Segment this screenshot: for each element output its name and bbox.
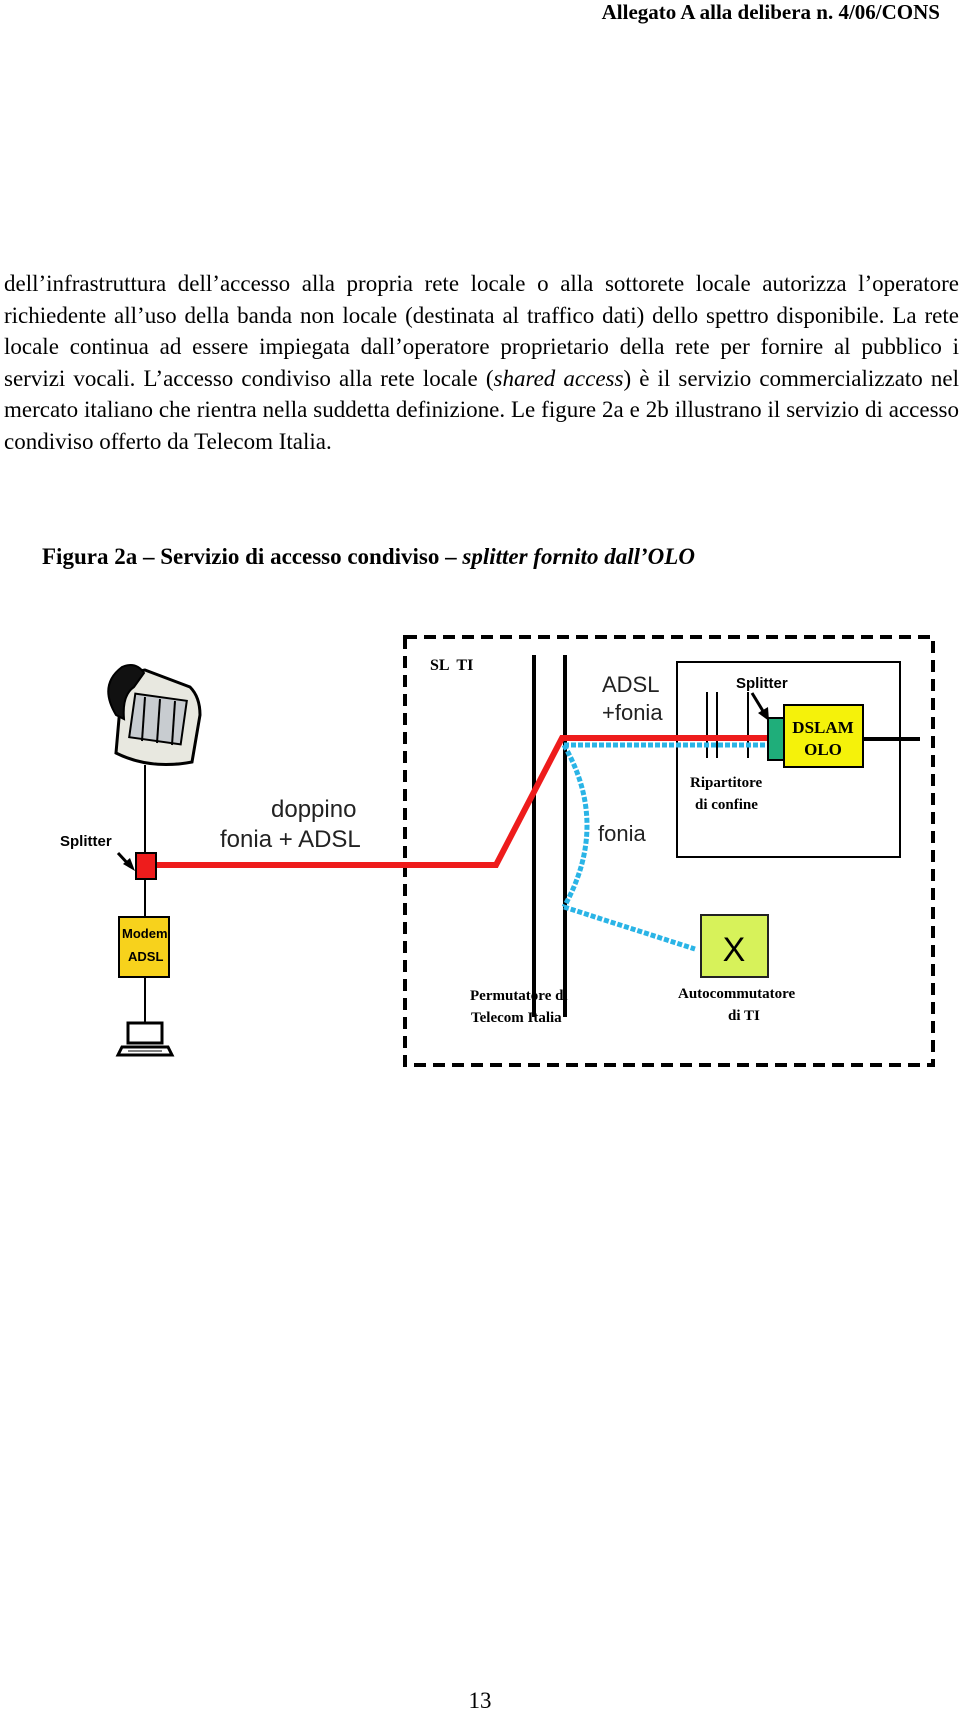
autocommutatore-label-1: Autocommutatore: [678, 986, 796, 1002]
body-paragraph: dell’infrastruttura dell’accesso alla pr…: [4, 268, 959, 457]
cyan-line-curve: [561, 743, 590, 909]
sl-ti-label: SL TI: [430, 657, 473, 674]
cyan-line-to-switch: [563, 904, 696, 952]
fonia-label: fonia: [598, 821, 646, 846]
ripartitore-label-1: Ripartitore: [690, 775, 763, 791]
figure-caption: Figura 2a – Servizio di accesso condivis…: [42, 544, 695, 570]
doppino-label-1: doppino: [271, 796, 356, 823]
dslam-label-2: OLO: [804, 740, 842, 759]
splitter-top-arrowhead: [758, 707, 769, 721]
olo-box: [676, 661, 901, 858]
permutatore-label-1: Permutatore di: [470, 988, 568, 1004]
modem-box: [118, 916, 170, 978]
autocommutatore-box: [700, 914, 769, 978]
paragraph-text-end: ) è il servizio commercializzato nel mer…: [4, 365, 959, 454]
document-header: Allegato A alla delibera n. 4/06/CONS: [601, 0, 940, 24]
computer-icon: [115, 1021, 175, 1057]
switch-x-icon: X: [723, 931, 746, 969]
ripartitore-label-2: di confine: [695, 797, 758, 813]
splitter-top-box: [767, 717, 785, 761]
modem-label-1: Modem: [122, 926, 168, 941]
network-diagram: DSLAM OLO Splitter SL TI ADSL +fonia Rip…: [60, 635, 935, 1067]
modem-label-2: ADSL: [128, 949, 163, 964]
permutatore-label-2: Telecom Italia: [471, 1010, 562, 1026]
red-line-doppino: [154, 735, 774, 868]
splitter-left-label: Splitter: [60, 833, 112, 850]
dslam-box: [783, 704, 864, 768]
caption-italic: splitter fornito dall’OLO: [462, 544, 695, 569]
doppino-label-2: fonia + ADSL: [220, 826, 361, 853]
telephone-icon: [107, 664, 202, 767]
splitter-top-label: Splitter: [736, 675, 788, 692]
caption-bold: Figura 2a – Servizio di accesso condivis…: [42, 544, 463, 569]
paragraph-text: dell’infrastruttura dell’accesso alla pr…: [4, 271, 959, 391]
paragraph-italic-term: shared access: [493, 365, 624, 391]
splitter-left-box: [135, 852, 157, 880]
adsl-label: ADSL: [602, 672, 659, 697]
autocommutatore-label-2: di TI: [728, 1008, 760, 1024]
splitter-left-arrowhead: [123, 858, 135, 871]
telecom-boundary-box: [403, 635, 935, 1067]
dslam-label-1: DSLAM: [792, 718, 853, 737]
page-number: 13: [468, 1688, 492, 1713]
fonia-plus-label: +fonia: [602, 700, 663, 725]
